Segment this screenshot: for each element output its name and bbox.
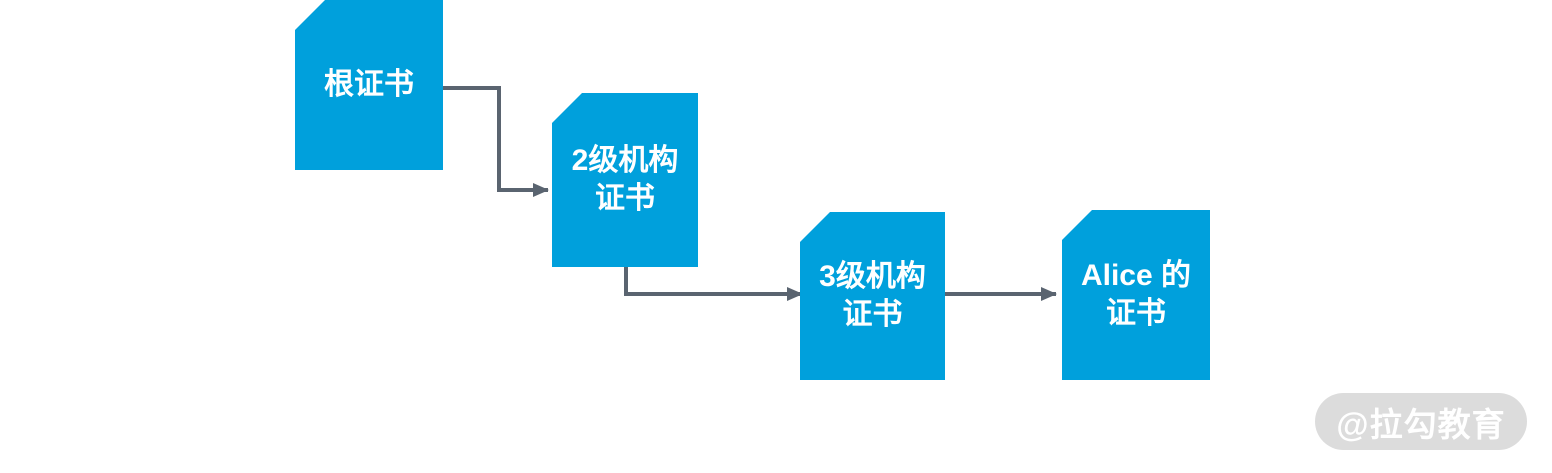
node-level2-org-certificate: 2级机构 证书 bbox=[552, 93, 698, 267]
connector-level2-to-level3 bbox=[624, 267, 803, 301]
node-level3-org-certificate: 3级机构 证书 bbox=[800, 212, 945, 380]
watermark-badge: @拉勾教育 bbox=[1315, 393, 1527, 450]
connector-root-to-level2 bbox=[443, 86, 549, 197]
node-root-certificate-label: 根证书 bbox=[324, 67, 414, 101]
node-root-certificate: 根证书 bbox=[295, 0, 443, 170]
node-level3-org-certificate-label: 3级机构 证书 bbox=[819, 259, 926, 331]
node-level2-org-certificate-label: 2级机构 证书 bbox=[571, 143, 679, 215]
watermark-text: @拉勾教育 bbox=[1336, 405, 1506, 443]
node-alice-certificate: Alice 的 证书 bbox=[1062, 210, 1210, 380]
node-alice-certificate-label: Alice 的 证书 bbox=[1080, 258, 1192, 330]
